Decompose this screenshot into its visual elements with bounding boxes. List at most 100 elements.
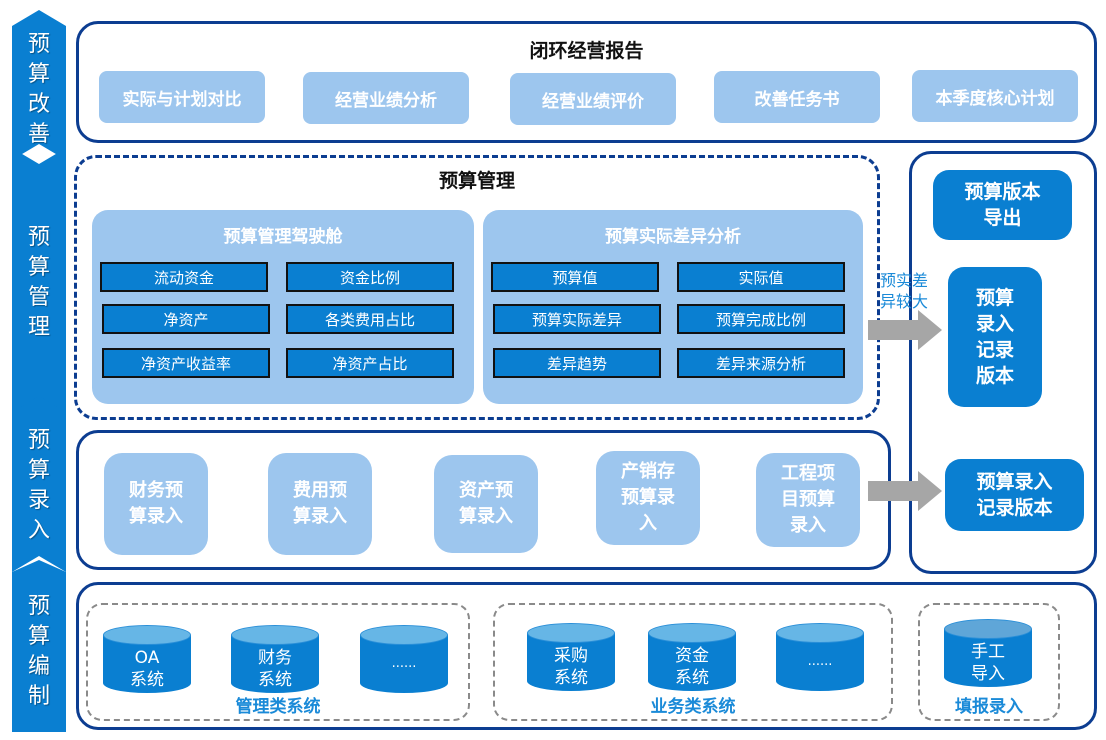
closed-loop-report-panel: 闭环经营报告 实际与计划对比 经营业绩分析 经营业绩评价 改善任务书 本季度核心… xyxy=(76,21,1097,143)
metric-capital-ratio[interactable]: 资金比例 xyxy=(286,262,454,292)
note-line: 预实差 xyxy=(880,271,929,290)
cockpit-title: 预算管理驾驶舱 xyxy=(223,227,343,247)
metric-roe[interactable]: 净资产收益率 xyxy=(102,348,270,378)
button-line: 版本 xyxy=(975,365,1014,387)
button-line: 记录版本 xyxy=(976,497,1053,519)
report-item-performance-analysis[interactable]: 经营业绩分析 xyxy=(303,72,469,124)
metric-variance-trend[interactable]: 差异趋势 xyxy=(493,348,661,378)
entry-production-sales-inventory[interactable]: 产销存预算录入 xyxy=(596,451,700,545)
arrow-right-icon xyxy=(868,471,944,511)
stage-char: 预 xyxy=(27,225,50,250)
cockpit-card: 预算管理驾驶舱 流动资金 资金比例 净资产 各类费用占比 净资产收益率 净资产占… xyxy=(92,210,474,404)
database-icon[interactable]: 财务系统 xyxy=(231,625,319,693)
button-line: 导出 xyxy=(983,207,1022,229)
management-title: 预算管理 xyxy=(438,170,515,192)
system-line: 采购 xyxy=(554,646,588,666)
metric-budget-value[interactable]: 预算值 xyxy=(491,262,659,292)
group-label: 业务类系统 xyxy=(650,697,736,717)
entry-line: 资产预 xyxy=(459,480,513,501)
entry-line: 入 xyxy=(639,513,657,534)
database-icon[interactable]: ...... xyxy=(776,623,864,691)
entry-line: 费用预 xyxy=(293,480,347,501)
stage-char: 入 xyxy=(27,518,50,543)
entry-line: 算录入 xyxy=(129,506,183,527)
arrow-right-icon xyxy=(868,310,944,350)
stage-char: 预 xyxy=(27,594,50,619)
system-line: ...... xyxy=(391,656,417,671)
stage-char: 理 xyxy=(27,315,50,340)
variance-large-note: 预实差 异较大 xyxy=(880,270,928,312)
entry-line: 财务预 xyxy=(129,480,183,501)
metric-working-capital[interactable]: 流动资金 xyxy=(100,262,268,292)
metric-net-asset-share[interactable]: 净资产占比 xyxy=(286,348,454,378)
report-item-performance-evaluation[interactable]: 经营业绩评价 xyxy=(510,73,676,125)
stage-budget-entry: 预 算 录 入 xyxy=(12,396,66,572)
stage-budget-compilation: 预 算 编 制 xyxy=(12,560,66,732)
stage-budget-improvement: 预 算 改 善 xyxy=(12,10,66,160)
entry-engineering-project[interactable]: 工程项目预算录入 xyxy=(756,453,860,547)
entry-asset-budget[interactable]: 资产预算录入 xyxy=(434,455,538,553)
group-manual-entry: 手工导入 填报录入 xyxy=(918,603,1060,721)
stage-char: 算 xyxy=(27,458,50,483)
entry-line: 录入 xyxy=(790,515,826,536)
group-label: 管理类系统 xyxy=(235,697,321,717)
button-line: 预算录入 xyxy=(976,471,1053,493)
database-icon[interactable]: 手工导入 xyxy=(944,619,1032,687)
metric-net-assets[interactable]: 净资产 xyxy=(102,304,270,334)
entry-expense-budget[interactable]: 费用预算录入 xyxy=(268,453,372,555)
entry-line: 工程项 xyxy=(781,463,835,484)
system-line: ...... xyxy=(807,654,833,669)
system-line: 系统 xyxy=(130,670,164,690)
metric-completion-ratio[interactable]: 预算完成比例 xyxy=(677,304,845,334)
stage-char: 算 xyxy=(27,62,50,87)
entry-finance-budget[interactable]: 财务预算录入 xyxy=(104,453,208,555)
stage-budget-management: 预 算 管 理 xyxy=(12,148,66,418)
entry-line: 算录入 xyxy=(459,506,513,527)
budget-management-panel: 预算管理 预算管理驾驶舱 流动资金 资金比例 净资产 各类费用占比 净资产收益率… xyxy=(74,155,880,420)
button-line: 记录 xyxy=(975,339,1014,361)
button-line: 预算 xyxy=(975,287,1014,309)
system-line: 系统 xyxy=(258,670,292,690)
stage-char: 善 xyxy=(27,122,50,147)
system-line: 系统 xyxy=(554,668,588,688)
metric-variance-source[interactable]: 差异来源分析 xyxy=(677,348,845,378)
stage-char: 编 xyxy=(27,654,50,679)
system-line: 导入 xyxy=(971,664,1005,684)
database-icon[interactable]: ...... xyxy=(360,625,448,693)
entry-line: 产销存 xyxy=(621,461,675,482)
stage-char: 预 xyxy=(27,428,50,453)
stage-char: 算 xyxy=(27,624,50,649)
system-line: 系统 xyxy=(675,668,709,688)
stage-char: 预 xyxy=(27,32,50,57)
stage-char: 制 xyxy=(27,684,50,709)
metric-budget-actual-variance[interactable]: 预算实际差异 xyxy=(493,304,661,334)
note-line: 异较大 xyxy=(880,292,929,311)
budget-entry-record-version-tall[interactable]: 预算录入记录版本 xyxy=(948,267,1042,407)
button-line: 预算版本 xyxy=(964,181,1041,203)
entry-line: 算录入 xyxy=(293,506,347,527)
report-item-actual-vs-plan[interactable]: 实际与计划对比 xyxy=(99,71,265,123)
system-line: OA xyxy=(134,648,160,668)
budget-version-panel: 预算版本导出 预算录入记录版本 预算录入记录版本 xyxy=(909,151,1097,574)
database-icon[interactable]: 采购系统 xyxy=(527,623,615,691)
metric-actual-value[interactable]: 实际值 xyxy=(677,262,845,292)
budget-entry-record-version-wide[interactable]: 预算录入记录版本 xyxy=(945,459,1084,531)
stage-char: 改 xyxy=(27,92,50,117)
stage-char: 录 xyxy=(27,488,50,513)
database-icon[interactable]: 资金系统 xyxy=(648,623,736,691)
system-line: 资金 xyxy=(675,646,709,666)
metric-expense-ratio[interactable]: 各类费用占比 xyxy=(286,304,454,334)
stage-char: 算 xyxy=(27,255,50,280)
entry-line: 预算录 xyxy=(621,487,675,508)
report-item-improvement-task[interactable]: 改善任务书 xyxy=(714,71,880,123)
report-item-quarter-core-plan[interactable]: 本季度核心计划 xyxy=(912,70,1078,122)
report-title: 闭环经营报告 xyxy=(529,40,644,62)
button-line: 录入 xyxy=(975,313,1014,335)
stage-char: 管 xyxy=(27,285,50,310)
budget-version-export-button[interactable]: 预算版本导出 xyxy=(933,170,1072,240)
budget-entry-panel: 财务预算录入 费用预算录入 资产预算录入 产销存预算录入 工程项目预算录入 xyxy=(76,430,891,570)
system-line: 财务 xyxy=(258,648,292,668)
